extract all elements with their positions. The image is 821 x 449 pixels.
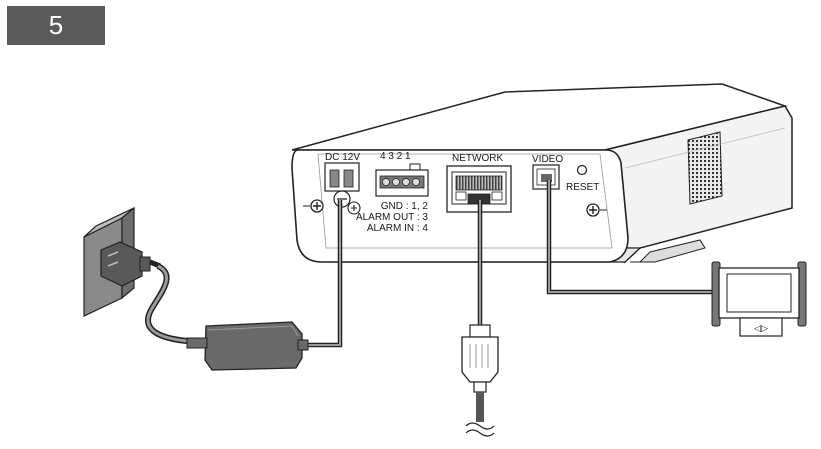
panel-screw-right xyxy=(586,203,607,217)
network-label: NETWORK xyxy=(452,153,503,164)
rj45-plug xyxy=(461,324,499,393)
reset-button xyxy=(576,164,588,176)
alarm-terminal-block xyxy=(375,163,429,197)
pin-legend-alarm-out: ALARM OUT : 3 xyxy=(356,212,428,223)
step-number-badge: 5 xyxy=(7,6,105,45)
pin-legend-alarm-in: ALARM IN : 4 xyxy=(367,223,429,234)
panel-screw-left xyxy=(303,199,324,213)
power-plug xyxy=(100,241,161,287)
cable-continuation-mark xyxy=(465,422,495,437)
pin-legend-gnd: GND : 1, 2 xyxy=(381,201,429,212)
dc-12v-label: DC 12V xyxy=(325,152,360,163)
dc-12v-port xyxy=(324,162,361,215)
alarm-pin-numbers-label: 4 3 2 1 xyxy=(380,151,411,162)
monitor-control-buttons: ◁▷ xyxy=(754,323,768,333)
video-label: VIDEO xyxy=(532,154,563,165)
power-adapter xyxy=(186,321,309,371)
video-port xyxy=(532,164,560,190)
reset-label: RESET xyxy=(566,182,599,193)
video-monitor xyxy=(711,261,807,337)
